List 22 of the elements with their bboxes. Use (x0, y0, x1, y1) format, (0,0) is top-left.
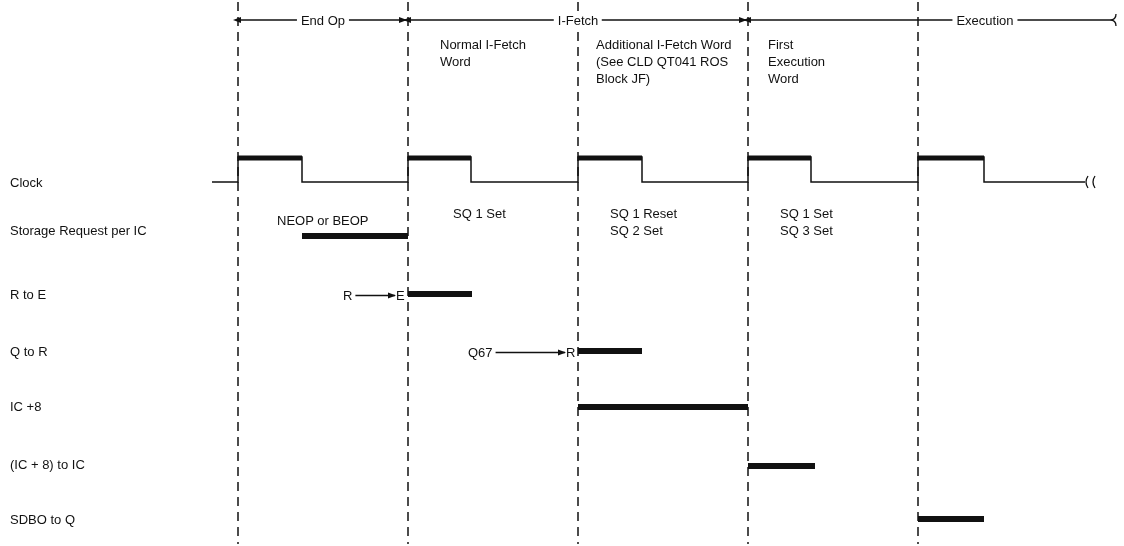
column-note: Additional I-Fetch Word (See CLD QT041 ROS Block JF) (596, 36, 733, 87)
register-name: Q67 (468, 344, 493, 361)
note: SQ 2 Set (610, 222, 663, 239)
signal-name: Clock (10, 174, 43, 191)
arrow (494, 349, 566, 356)
register-name: R (343, 287, 353, 304)
signal-name: Storage Request per IC (10, 222, 147, 239)
note: SQ 1 Set (453, 205, 506, 222)
column-note: First Execution Word (768, 36, 827, 87)
signal-name: SDBO to Q (10, 511, 76, 528)
column-note: Normal I-Fetch Word (440, 36, 527, 70)
register-name: R (566, 344, 576, 361)
note: SQ 3 Set (780, 222, 833, 239)
signal-name: IC +8 (10, 398, 42, 415)
signal-name: R to E (10, 286, 47, 303)
signal-name: Q to R (10, 343, 48, 360)
note: SQ 1 Reset (610, 205, 678, 222)
note: NEOP or BEOP (277, 212, 369, 229)
arrow (354, 292, 396, 299)
note: SQ 1 Set (780, 205, 833, 222)
register-name: E (396, 287, 405, 304)
signal-name: (IC + 8) to IC (10, 456, 85, 473)
